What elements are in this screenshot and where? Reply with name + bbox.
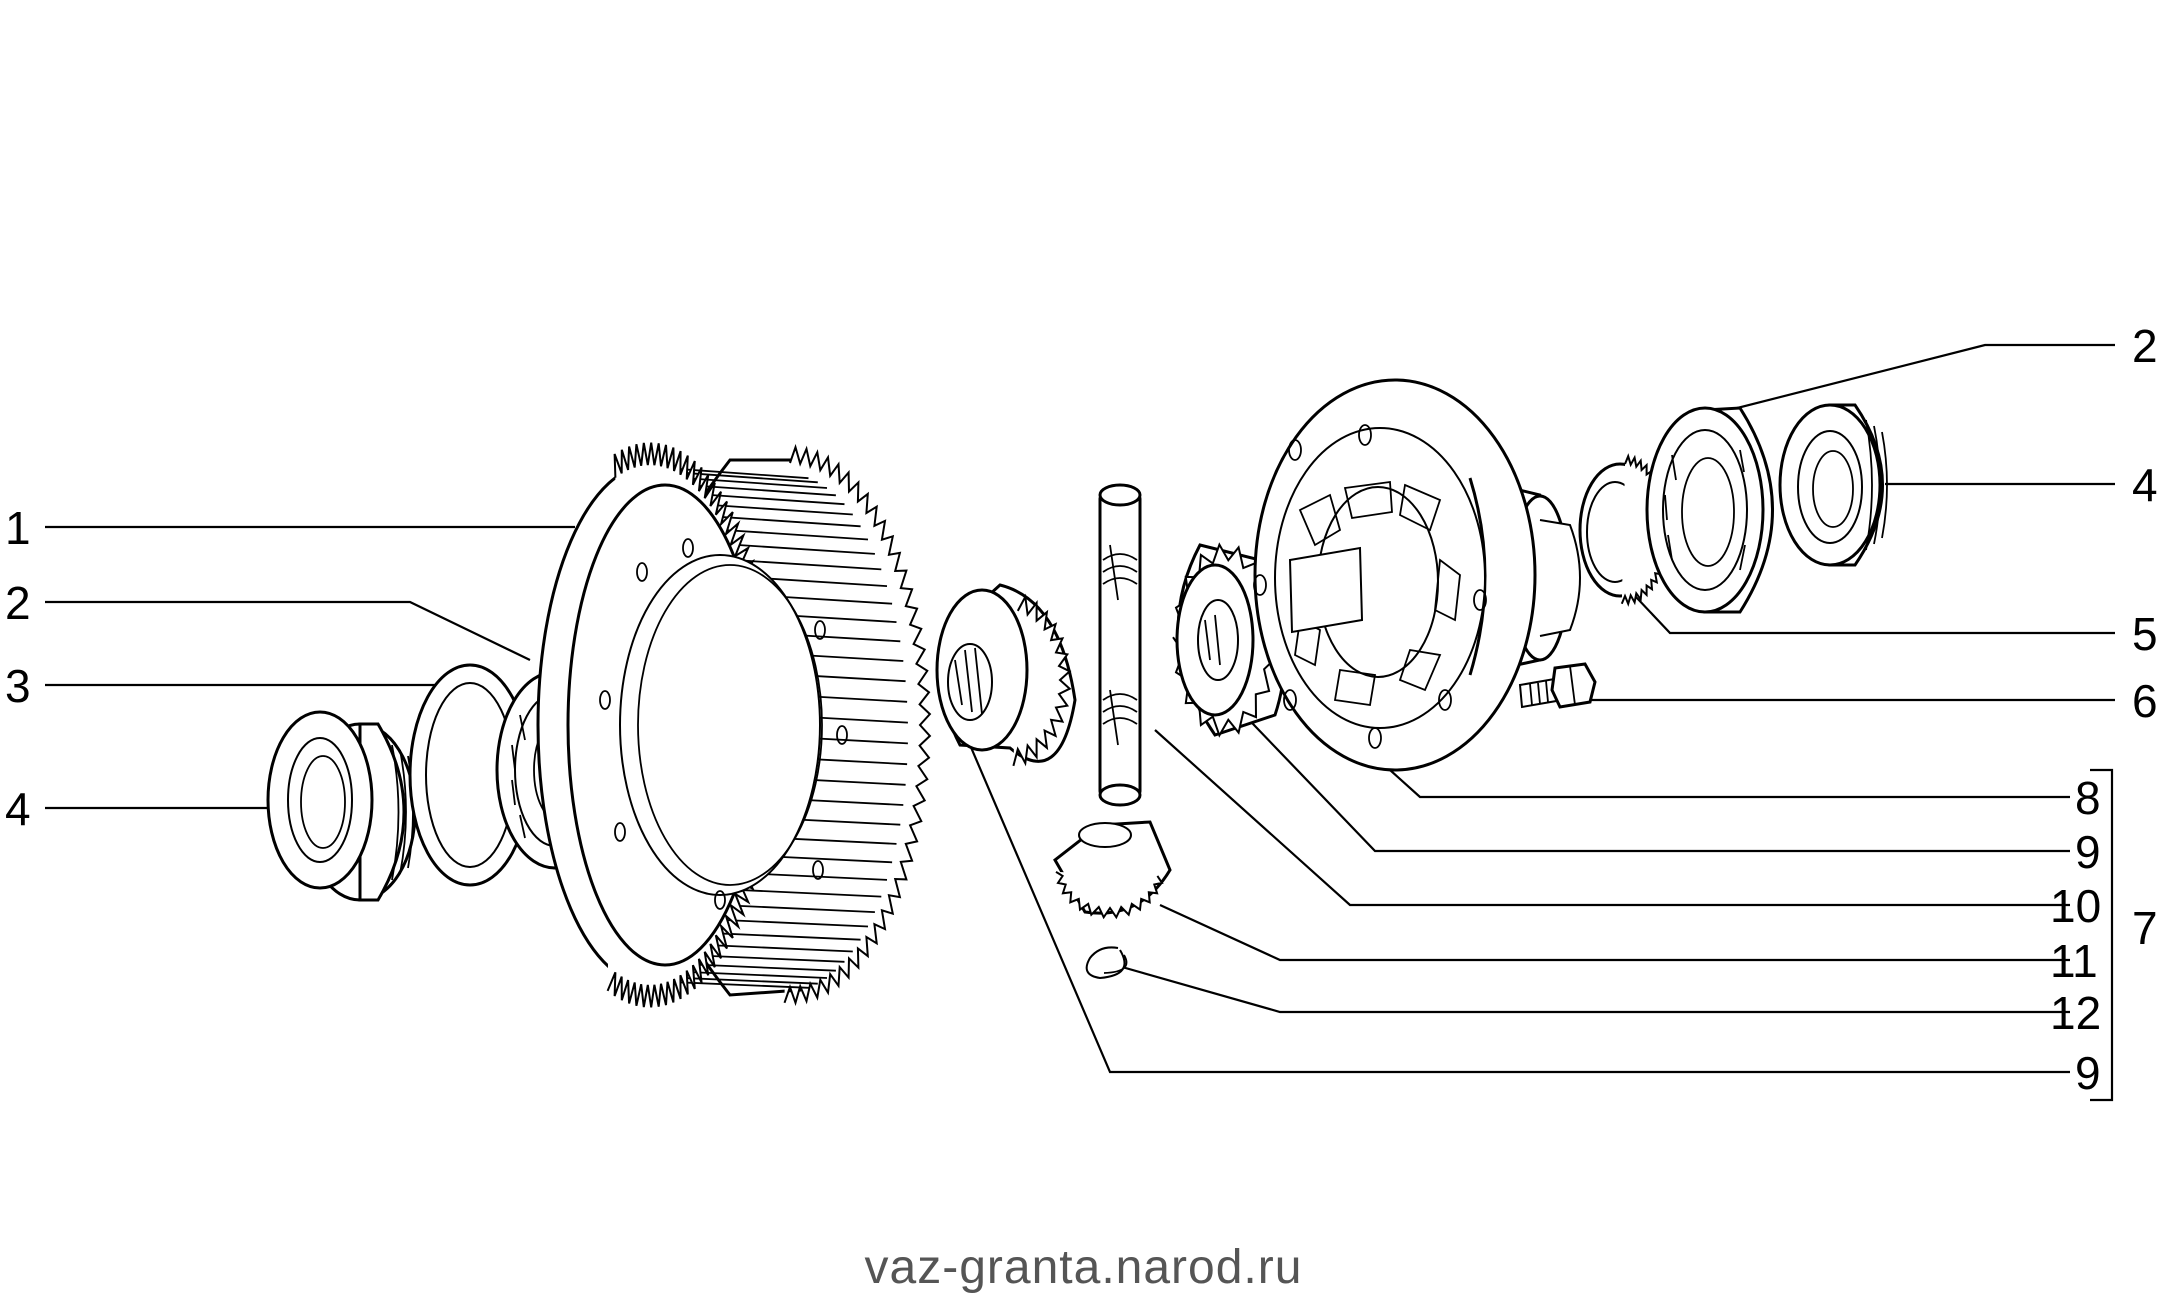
bearing-right — [1645, 406, 1774, 614]
ring-gear-tooth-line — [701, 954, 845, 963]
ring-gear-tooth-line — [724, 529, 869, 541]
callout-2-left: 2 — [5, 577, 31, 629]
differential-case — [1253, 378, 1581, 772]
ring-gear-tooth-line — [709, 504, 853, 516]
ring-gear-tooth-line — [716, 932, 861, 941]
callout-6: 6 — [2132, 675, 2158, 727]
leader-8 — [1389, 769, 2070, 799]
callout-12: 12 — [2050, 987, 2102, 1039]
oil-seal-left — [266, 710, 417, 902]
leader-2-left — [45, 600, 531, 661]
ring-gear-tooth-line — [716, 515, 861, 528]
ring-gear-tooth-line — [730, 543, 875, 555]
ring-gear-tooth-line — [736, 559, 882, 571]
ring-gear-tooth-line — [709, 944, 853, 953]
leader-9-upper — [1229, 699, 2070, 853]
ring-gear-tooth-line — [701, 493, 845, 506]
shim-ring — [408, 663, 532, 887]
circlip — [1085, 946, 1128, 980]
callout-2-right: 2 — [2132, 320, 2158, 372]
ring-gear-tooth-line — [693, 963, 836, 972]
satellite-pinion-teeth — [1055, 871, 1164, 920]
leader-2-right — [1689, 343, 2115, 422]
ring-gear-tooth-line — [736, 888, 882, 898]
leader-10 — [1154, 729, 2070, 907]
group-7-bracket — [2090, 768, 2114, 1102]
site-watermark: vaz-granta.narod.ru — [864, 1241, 1303, 1294]
callout-11: 11 — [2050, 935, 2098, 987]
side-gear-left — [935, 583, 1077, 767]
callout-10: 10 — [2050, 880, 2102, 932]
ring-gear-tooth-line — [693, 484, 836, 497]
ring-gear-tooth-line — [730, 904, 875, 913]
ring-gear-tooth-line — [724, 919, 869, 928]
leader-5 — [1619, 579, 2115, 635]
callout-4-left: 4 — [5, 783, 31, 835]
side-gear-left-teeth — [1012, 593, 1072, 767]
callout-5: 5 — [2132, 608, 2158, 660]
oil-seal-right — [1778, 403, 1888, 567]
ring-gear-tooth-line — [685, 477, 828, 489]
callout-3: 3 — [5, 660, 31, 712]
leader-9-lower — [968, 744, 2070, 1074]
ring-gear — [536, 442, 932, 1008]
callout-9-lower: 9 — [2075, 1047, 2101, 1099]
callout-8: 8 — [2075, 772, 2101, 824]
callout-4-right: 4 — [2132, 459, 2158, 511]
leader-12 — [1114, 963, 2070, 1014]
bolt — [1518, 662, 1597, 709]
callout-group-7: 7 — [2132, 902, 2158, 954]
callout-1: 1 — [5, 502, 31, 554]
pinion-shaft — [1098, 483, 1142, 807]
leader-11 — [1159, 904, 2070, 962]
satellite-pinion — [1053, 820, 1172, 920]
callout-9-upper: 9 — [2075, 826, 2101, 878]
leader-lines — [45, 343, 2115, 1102]
